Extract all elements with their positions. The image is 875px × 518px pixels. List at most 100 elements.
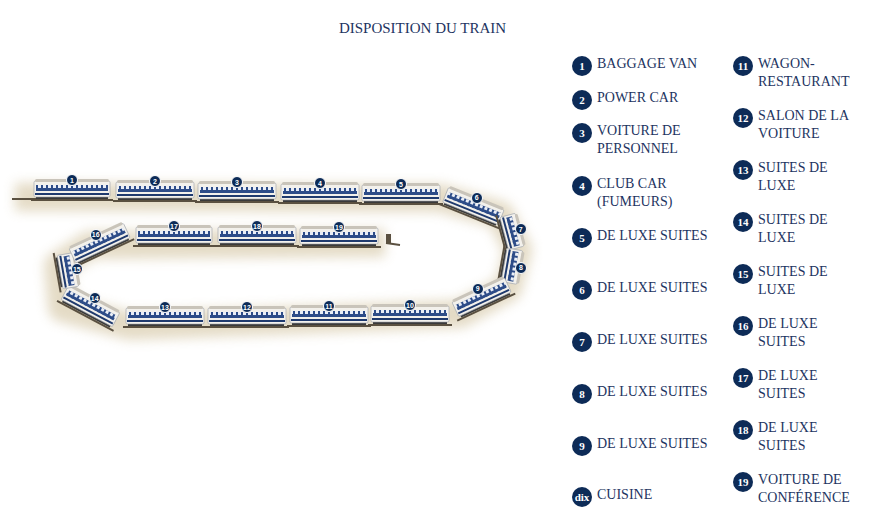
car-stripe [291, 319, 367, 321]
car-stripe [301, 240, 377, 242]
list-number: 17DE LUXE SUITES [733, 368, 753, 388]
diagram-title: DISPOSITION DU TRAIN [0, 20, 845, 37]
track [359, 203, 443, 205]
callout-number-text: 6 [475, 194, 479, 201]
car-stripe [117, 194, 193, 196]
track [123, 326, 207, 328]
list-number: 8DE LUXE SUITES [572, 384, 592, 404]
train-car [496, 210, 527, 254]
list-label: SUITES DE LUXE [758, 159, 866, 195]
track [278, 202, 362, 204]
callout-number: 17 [168, 220, 180, 232]
callout-number-text: 5 [399, 181, 403, 188]
list-label: POWER CAR [597, 89, 709, 107]
list-number-text: 9 [579, 441, 585, 452]
track [287, 325, 371, 327]
train-car [57, 282, 123, 331]
list-number-text: 12 [738, 113, 749, 124]
track [368, 324, 452, 326]
track [113, 200, 197, 202]
list-number: 7DE LUXE SUITES [572, 332, 592, 352]
callout-number-text: 15 [73, 266, 81, 273]
list-label: DE LUXE SUITES [597, 383, 709, 401]
callout-number-text: 14 [91, 295, 99, 302]
car-stripe [363, 197, 439, 199]
list-label: VOITURE DE PERSONNEL [597, 122, 709, 158]
callout-number: 4 [314, 177, 326, 189]
car-stripe [35, 193, 109, 195]
list-number: 15SUITES DE LUXE [733, 264, 753, 284]
callout-number-text: 9 [476, 285, 480, 292]
list-number: 19VOITURE DE CONFÉRENCE [733, 472, 753, 492]
window-band [447, 192, 501, 219]
callout-number-text: 12 [243, 304, 251, 311]
list-label: CLUB CAR (FUMEURS) [597, 175, 709, 211]
track [215, 245, 299, 247]
car-stripe [209, 320, 285, 322]
list-number-text: 17 [738, 373, 749, 384]
list-label: DE LUXE SUITES [758, 315, 866, 351]
car-stripe [282, 196, 358, 198]
callout-number: 14 [89, 292, 101, 304]
list-label: DE LUXE SUITES [597, 435, 709, 453]
car-stripe [219, 239, 295, 241]
callout-number-text: 2 [153, 178, 157, 185]
list-number: 9DE LUXE SUITES [572, 436, 592, 456]
car-stripe [199, 195, 275, 197]
list-number: 4CLUB CAR (FUMEURS) [572, 176, 592, 196]
list-number: 1BAGGAGE VAN [572, 56, 592, 76]
callout-number-text: 16 [92, 231, 100, 238]
callout-number: 13 [159, 301, 171, 313]
car-body [500, 213, 524, 250]
car-stripe [75, 234, 128, 260]
callout-number: 12 [241, 301, 253, 313]
list-number-text: 16 [738, 321, 749, 332]
cars [31, 179, 527, 331]
list-label: VOITURE DE CONFÉRENCE [758, 471, 866, 507]
train-car [448, 275, 515, 321]
callout-number-text: 7 [519, 226, 523, 233]
callout-number: 5 [395, 178, 407, 190]
window-band [66, 290, 116, 321]
track [133, 245, 215, 247]
callout-number: 18 [251, 220, 263, 232]
callout-number-text: 17 [170, 223, 178, 230]
list-label: WAGON- RESTAURANT [758, 55, 866, 91]
callout-number-text: 1 [70, 177, 74, 184]
car-stripe [458, 289, 510, 314]
list-label: SUITES DE LUXE [758, 263, 866, 299]
window-band [73, 228, 126, 257]
list-number: 3VOITURE DE PERSONNEL [572, 123, 592, 143]
callout-number-text: 3 [235, 179, 239, 186]
list-label: SALON DE LA VOITURE [758, 107, 866, 143]
callout-number-text: 13 [161, 304, 169, 311]
list-number-text: 14 [738, 217, 749, 228]
list-number-text: 4 [579, 181, 585, 192]
callout-number-text: 4 [318, 180, 322, 187]
car-stripe [127, 320, 203, 322]
list-number-text: 15 [738, 269, 749, 280]
car-stripe [59, 256, 67, 288]
callout-number: 6 [471, 192, 483, 204]
callout-number: 2 [149, 175, 161, 187]
car-stripe [372, 318, 448, 320]
track [195, 201, 279, 203]
ground-shadow [15, 197, 518, 326]
callout-number-text: 11 [325, 303, 332, 310]
list-number: 13SUITES DE LUXE [733, 160, 753, 180]
callout-number: 1 [66, 174, 78, 186]
list-label: DE LUXE SUITES [597, 279, 709, 297]
list-number: 6DE LUXE SUITES [572, 280, 592, 300]
list-label: DE LUXE SUITES [758, 367, 866, 403]
callout-number-text: 8 [519, 264, 523, 271]
list-number: 2POWER CAR [572, 90, 592, 110]
car-stripe [137, 239, 211, 241]
callout-number: 15 [71, 263, 83, 275]
list-label: BAGGAGE VAN [597, 55, 709, 73]
list-number-text: 19 [738, 477, 749, 488]
track [297, 246, 381, 248]
car-stripe [503, 249, 511, 281]
list-number-text: 6 [579, 285, 585, 296]
track [31, 199, 113, 201]
